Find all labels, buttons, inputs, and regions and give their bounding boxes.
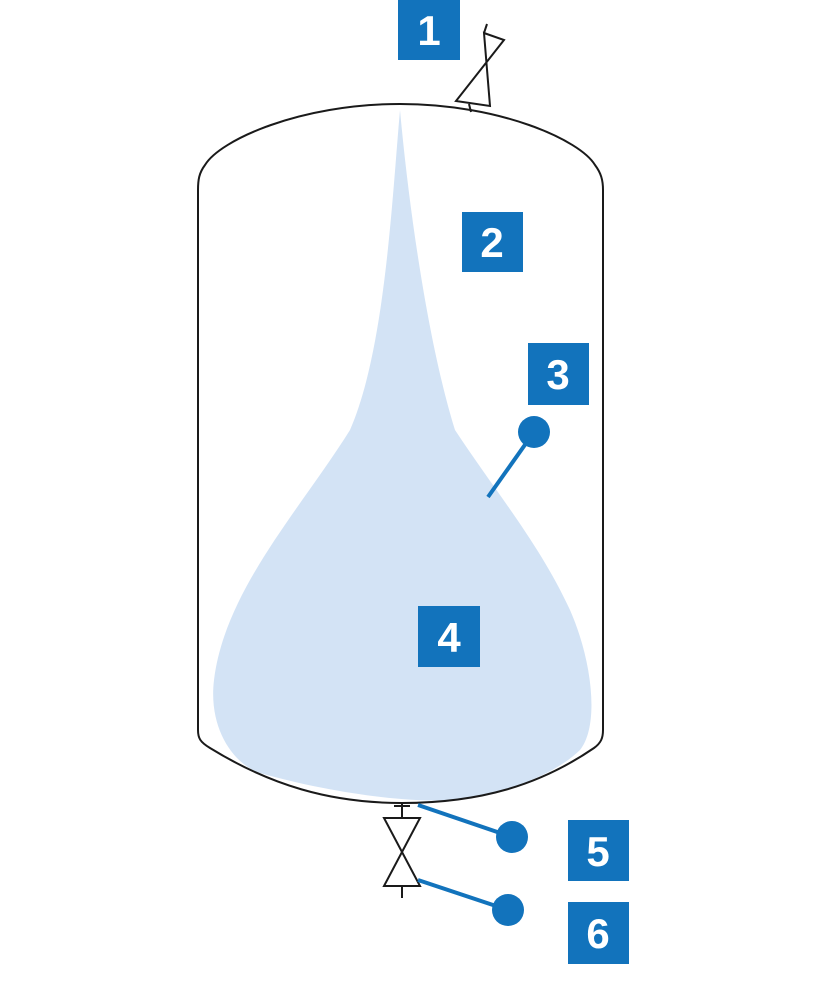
callout-6 (417, 878, 524, 926)
label-4-text: 4 (437, 614, 461, 661)
callout-dot-icon (518, 416, 550, 448)
callout-dot-icon (492, 894, 524, 926)
label-badge-5: 5 (568, 820, 629, 881)
callout-3 (486, 416, 550, 499)
callout-dot-icon (496, 821, 528, 853)
label-5-text: 5 (586, 828, 609, 875)
label-badge-3: 3 (528, 343, 589, 405)
bottom-valve-icon (382, 803, 422, 898)
label-1-text: 1 (417, 7, 440, 54)
top-valve-icon (454, 23, 506, 113)
label-badge-6: 6 (568, 902, 629, 964)
label-badge-4: 4 (418, 606, 480, 667)
label-badge-2: 2 (462, 212, 523, 272)
label-6-text: 6 (586, 910, 609, 957)
fluid-body-shape (213, 110, 592, 801)
label-badge-1: 1 (398, 0, 460, 60)
label-2-text: 2 (480, 219, 503, 266)
label-3-text: 3 (546, 351, 569, 398)
callout-5 (417, 803, 528, 853)
